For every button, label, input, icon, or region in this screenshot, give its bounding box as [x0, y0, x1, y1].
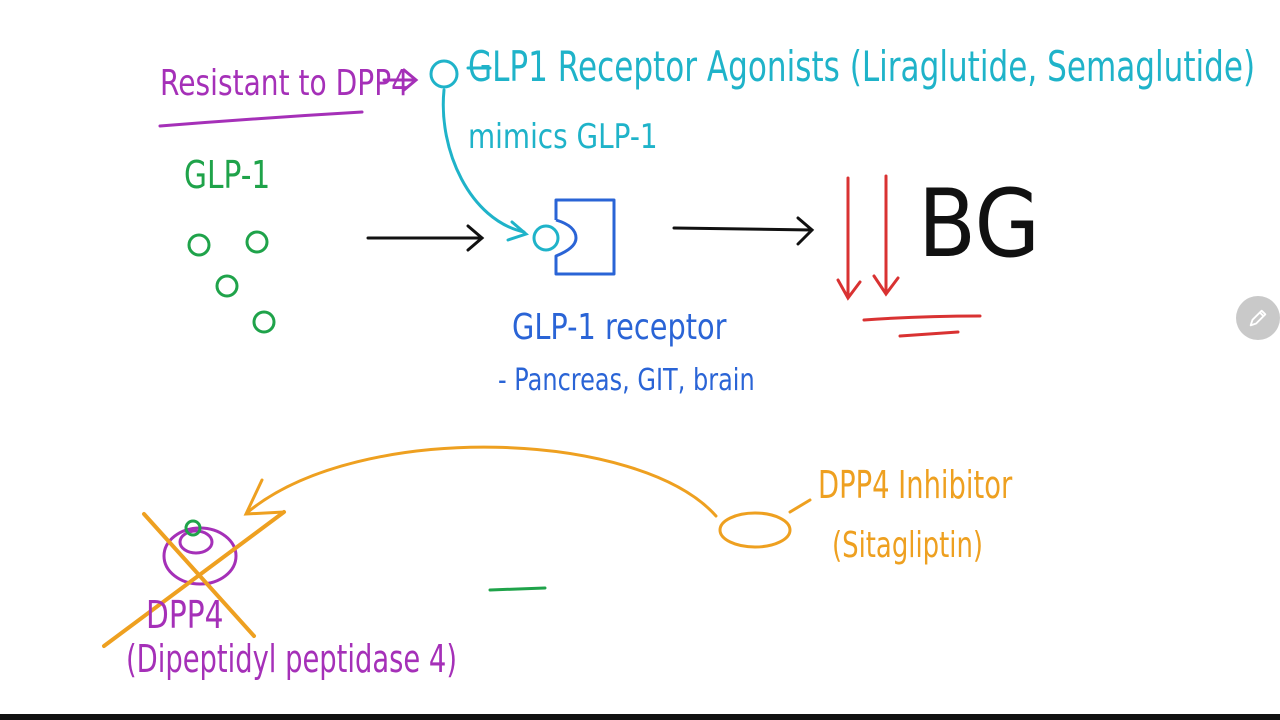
glp1-label: GLP-1	[184, 153, 271, 197]
dpp4-bound-glp1	[184, 519, 202, 537]
pencil-icon	[1249, 309, 1267, 327]
inhibitor-dash	[788, 498, 812, 514]
glp1-molecule	[245, 230, 269, 254]
mimics-label: mimics GLP-1	[468, 117, 658, 157]
dpp4-label: DPP4	[146, 593, 224, 637]
resistant-arrow	[382, 68, 419, 92]
mimic-arrow	[441, 88, 526, 234]
bg-underline-2	[898, 330, 960, 338]
receptor-label: GLP-1 receptor	[512, 307, 727, 348]
bound-molecule	[532, 224, 560, 252]
dpp4-full-name-label: (Dipeptidyl peptidase 4)	[126, 637, 457, 681]
dpp4-enzyme-pocket	[178, 529, 214, 555]
edit-button[interactable]	[1236, 296, 1280, 340]
inhibitor-arrow	[246, 445, 718, 518]
down-arrow-2	[872, 174, 900, 297]
bg-underline-1	[862, 314, 982, 322]
receptor-location-label: - Pancreas, GIT, brain	[498, 363, 755, 398]
mimic-arrowhead	[506, 220, 529, 242]
bottom-bar	[0, 714, 1280, 720]
blood-glucose-label: BG	[918, 170, 1041, 279]
inhibitor-label: DPP4 Inhibitor	[818, 463, 1013, 507]
inhibitor-arrowhead	[243, 478, 286, 516]
green-mark	[488, 586, 547, 592]
inhibitor-drug-label: (Sitagliptin)	[832, 525, 984, 566]
inhibition-cross	[102, 510, 286, 648]
resistant-label: Resistant to DPP4	[160, 63, 410, 104]
resistant-underline	[158, 110, 364, 128]
glp1-molecule	[252, 310, 276, 334]
glp1-receptor-shape	[554, 198, 616, 276]
arrow-to-receptor	[366, 224, 485, 252]
agonist-molecule	[429, 59, 459, 89]
glp1-molecule	[187, 233, 211, 257]
down-arrow-1	[836, 176, 862, 301]
dpp4-inhibitor-molecule	[718, 511, 792, 549]
glp1-agonists-label: GLP1 Receptor Agonists (Liraglutide, Sem…	[468, 42, 1256, 91]
glp1-molecule	[215, 274, 239, 298]
arrow-to-bg	[672, 216, 815, 246]
